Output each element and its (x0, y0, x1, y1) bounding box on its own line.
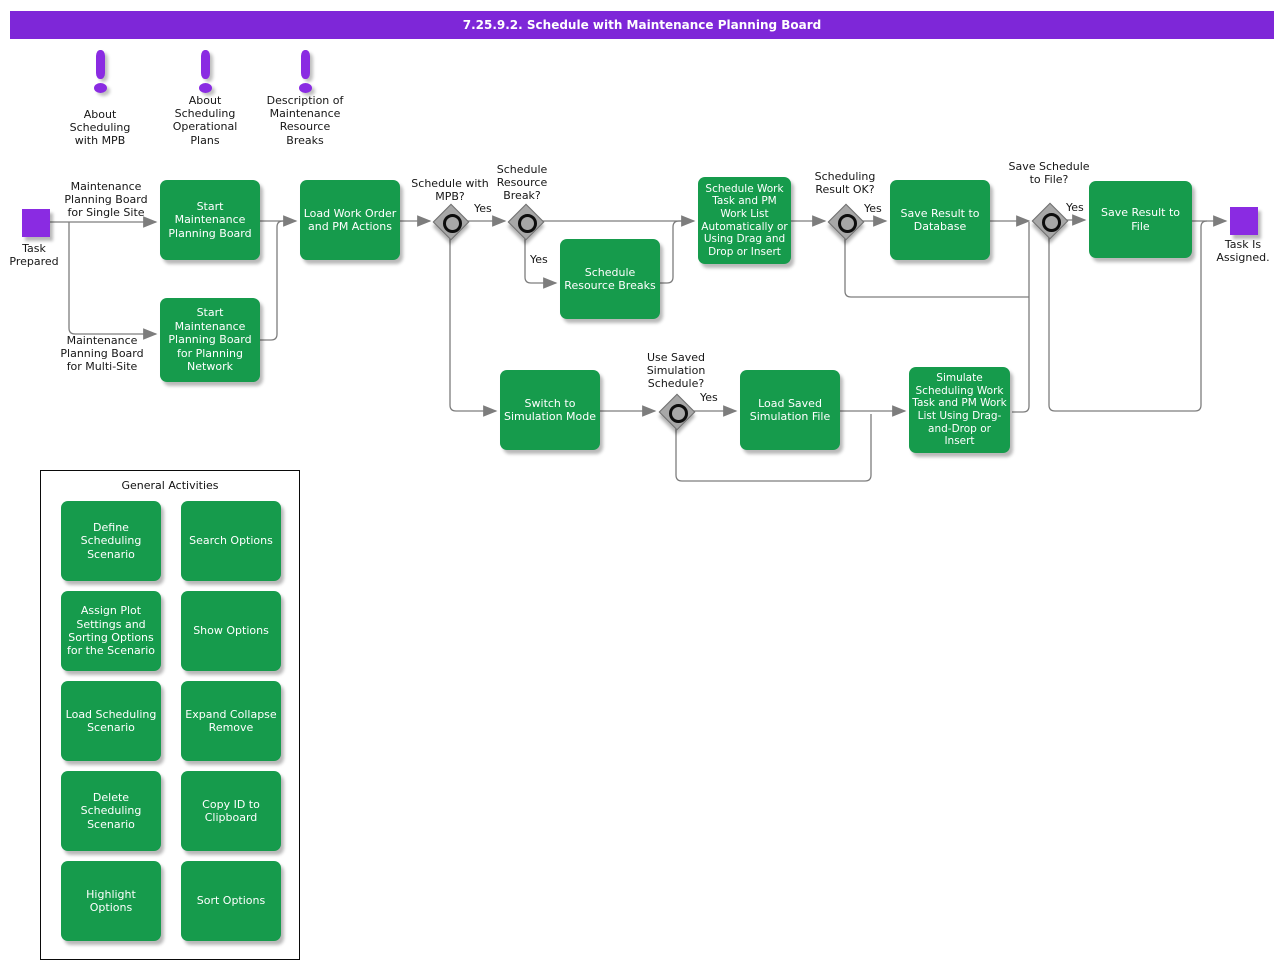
decision-circle-icon (518, 214, 537, 233)
decision-circle-icon (1042, 213, 1061, 232)
task-load-saved-simulation-file[interactable]: Load Saved Simulation File (740, 370, 840, 450)
decision-circle-icon (838, 214, 857, 233)
edge-resbreaks-return (660, 220, 684, 284)
decision-schedule-resource-break (507, 203, 545, 241)
button-copy-id-to-clipboard[interactable]: Copy ID to Clipboard (181, 771, 281, 851)
general-activities-title: General Activities (121, 479, 219, 492)
exclamation-dot (299, 83, 312, 93)
task-schedule-resource-breaks[interactable]: Schedule Resource Breaks (560, 239, 660, 319)
button-assign-plot-settings[interactable]: Assign Plot Settings and Sorting Options… (61, 591, 161, 671)
note-about-scheduling-operational-plans[interactable]: About Scheduling Operational Plans (172, 94, 238, 147)
edge-simulate-feedback (1012, 222, 1030, 413)
decision-use-saved-simulation (658, 393, 696, 431)
edge-label-yes: Yes (474, 202, 492, 215)
task-schedule-work-task-pm-work-list[interactable]: Schedule Work Task and PM Work List Auto… (698, 177, 791, 264)
page-title: 7.25.9.2. Schedule with Maintenance Plan… (10, 11, 1274, 39)
edge-label-yes: Yes (530, 253, 548, 266)
decision-scheduling-result-ok (827, 203, 865, 241)
edge-label-yes: Yes (1066, 201, 1084, 214)
note-description-maintenance-resource-breaks[interactable]: Description of Maintenance Resource Brea… (266, 94, 344, 147)
task-simulate-scheduling-work-task[interactable]: Simulate Scheduling Work Task and PM Wor… (909, 367, 1010, 453)
exclamation-dot (199, 83, 212, 93)
note-about-scheduling-with-mpb[interactable]: About Scheduling with MPB (69, 108, 131, 148)
exclamation-icon[interactable] (299, 50, 312, 93)
button-search-options[interactable]: Search Options (181, 501, 281, 581)
button-load-scheduling-scenario[interactable]: Load Scheduling Scenario (61, 681, 161, 761)
end-event-label: Task Is Assigned. (1216, 238, 1270, 265)
decision-label-save-schedule-to-file: Save Schedule to File? (1008, 160, 1090, 187)
edge-label-yes: Yes (864, 202, 882, 215)
exclamation-bar (301, 50, 310, 79)
button-delete-scheduling-scenario[interactable]: Delete Scheduling Scenario (61, 771, 161, 851)
edge-start-to-network (68, 222, 158, 340)
decision-save-schedule-to-file (1031, 202, 1069, 240)
edge-okq-no-down (844, 238, 1029, 298)
button-define-scheduling-scenario[interactable]: Define Scheduling Scenario (61, 501, 161, 581)
edge-breakq-yes-down (524, 238, 558, 289)
button-sort-options[interactable]: Sort Options (181, 861, 281, 941)
branch-label-multi-site: Maintenance Planning Board for Multi-Sit… (60, 334, 144, 374)
edge-network-out (260, 220, 290, 341)
task-start-maintenance-planning-board[interactable]: Start Maintenance Planning Board (160, 180, 260, 260)
branch-label-single-site: Maintenance Planning Board for Single Si… (64, 180, 148, 220)
decision-circle-icon (443, 214, 462, 233)
general-activities-group: General Activities Define Scheduling Sce… (40, 470, 300, 960)
edge-mpbq-no-down (449, 238, 498, 417)
decision-label-use-saved-simulation: Use Saved Simulation Schedule? (646, 351, 706, 391)
task-switch-to-simulation-mode[interactable]: Switch to Simulation Mode (500, 370, 600, 450)
task-save-result-to-database[interactable]: Save Result to Database (890, 180, 990, 260)
exclamation-dot (94, 83, 107, 93)
decision-label-schedule-with-mpb: Schedule with MPB? (411, 177, 489, 204)
task-load-work-order-pm-actions[interactable]: Load Work Order and PM Actions (300, 180, 400, 260)
end-event-square (1230, 207, 1258, 235)
button-highlight-options[interactable]: Highlight Options (61, 861, 161, 941)
exclamation-bar (201, 50, 210, 79)
task-start-mpb-planning-network[interactable]: Start Maintenance Planning Board for Pla… (160, 298, 260, 382)
edge-usesavedq-no-bypass (675, 414, 872, 482)
decision-label-scheduling-result-ok: Scheduling Result OK? (814, 170, 876, 197)
exclamation-icon[interactable] (199, 50, 212, 93)
start-event-square (22, 209, 50, 237)
edge-fileq-no-loop (1048, 220, 1208, 412)
button-show-options[interactable]: Show Options (181, 591, 281, 671)
decision-schedule-with-mpb (432, 203, 470, 241)
start-event-label: Task Prepared (9, 242, 59, 269)
edge-label-yes: Yes (700, 391, 718, 404)
button-expand-collapse-remove[interactable]: Expand Collapse Remove (181, 681, 281, 761)
decision-label-schedule-resource-break: Schedule Resource Break? (496, 163, 548, 203)
exclamation-icon[interactable] (94, 50, 107, 93)
decision-circle-icon (669, 404, 688, 423)
task-save-result-to-file[interactable]: Save Result to File (1089, 181, 1192, 258)
exclamation-bar (96, 50, 105, 79)
